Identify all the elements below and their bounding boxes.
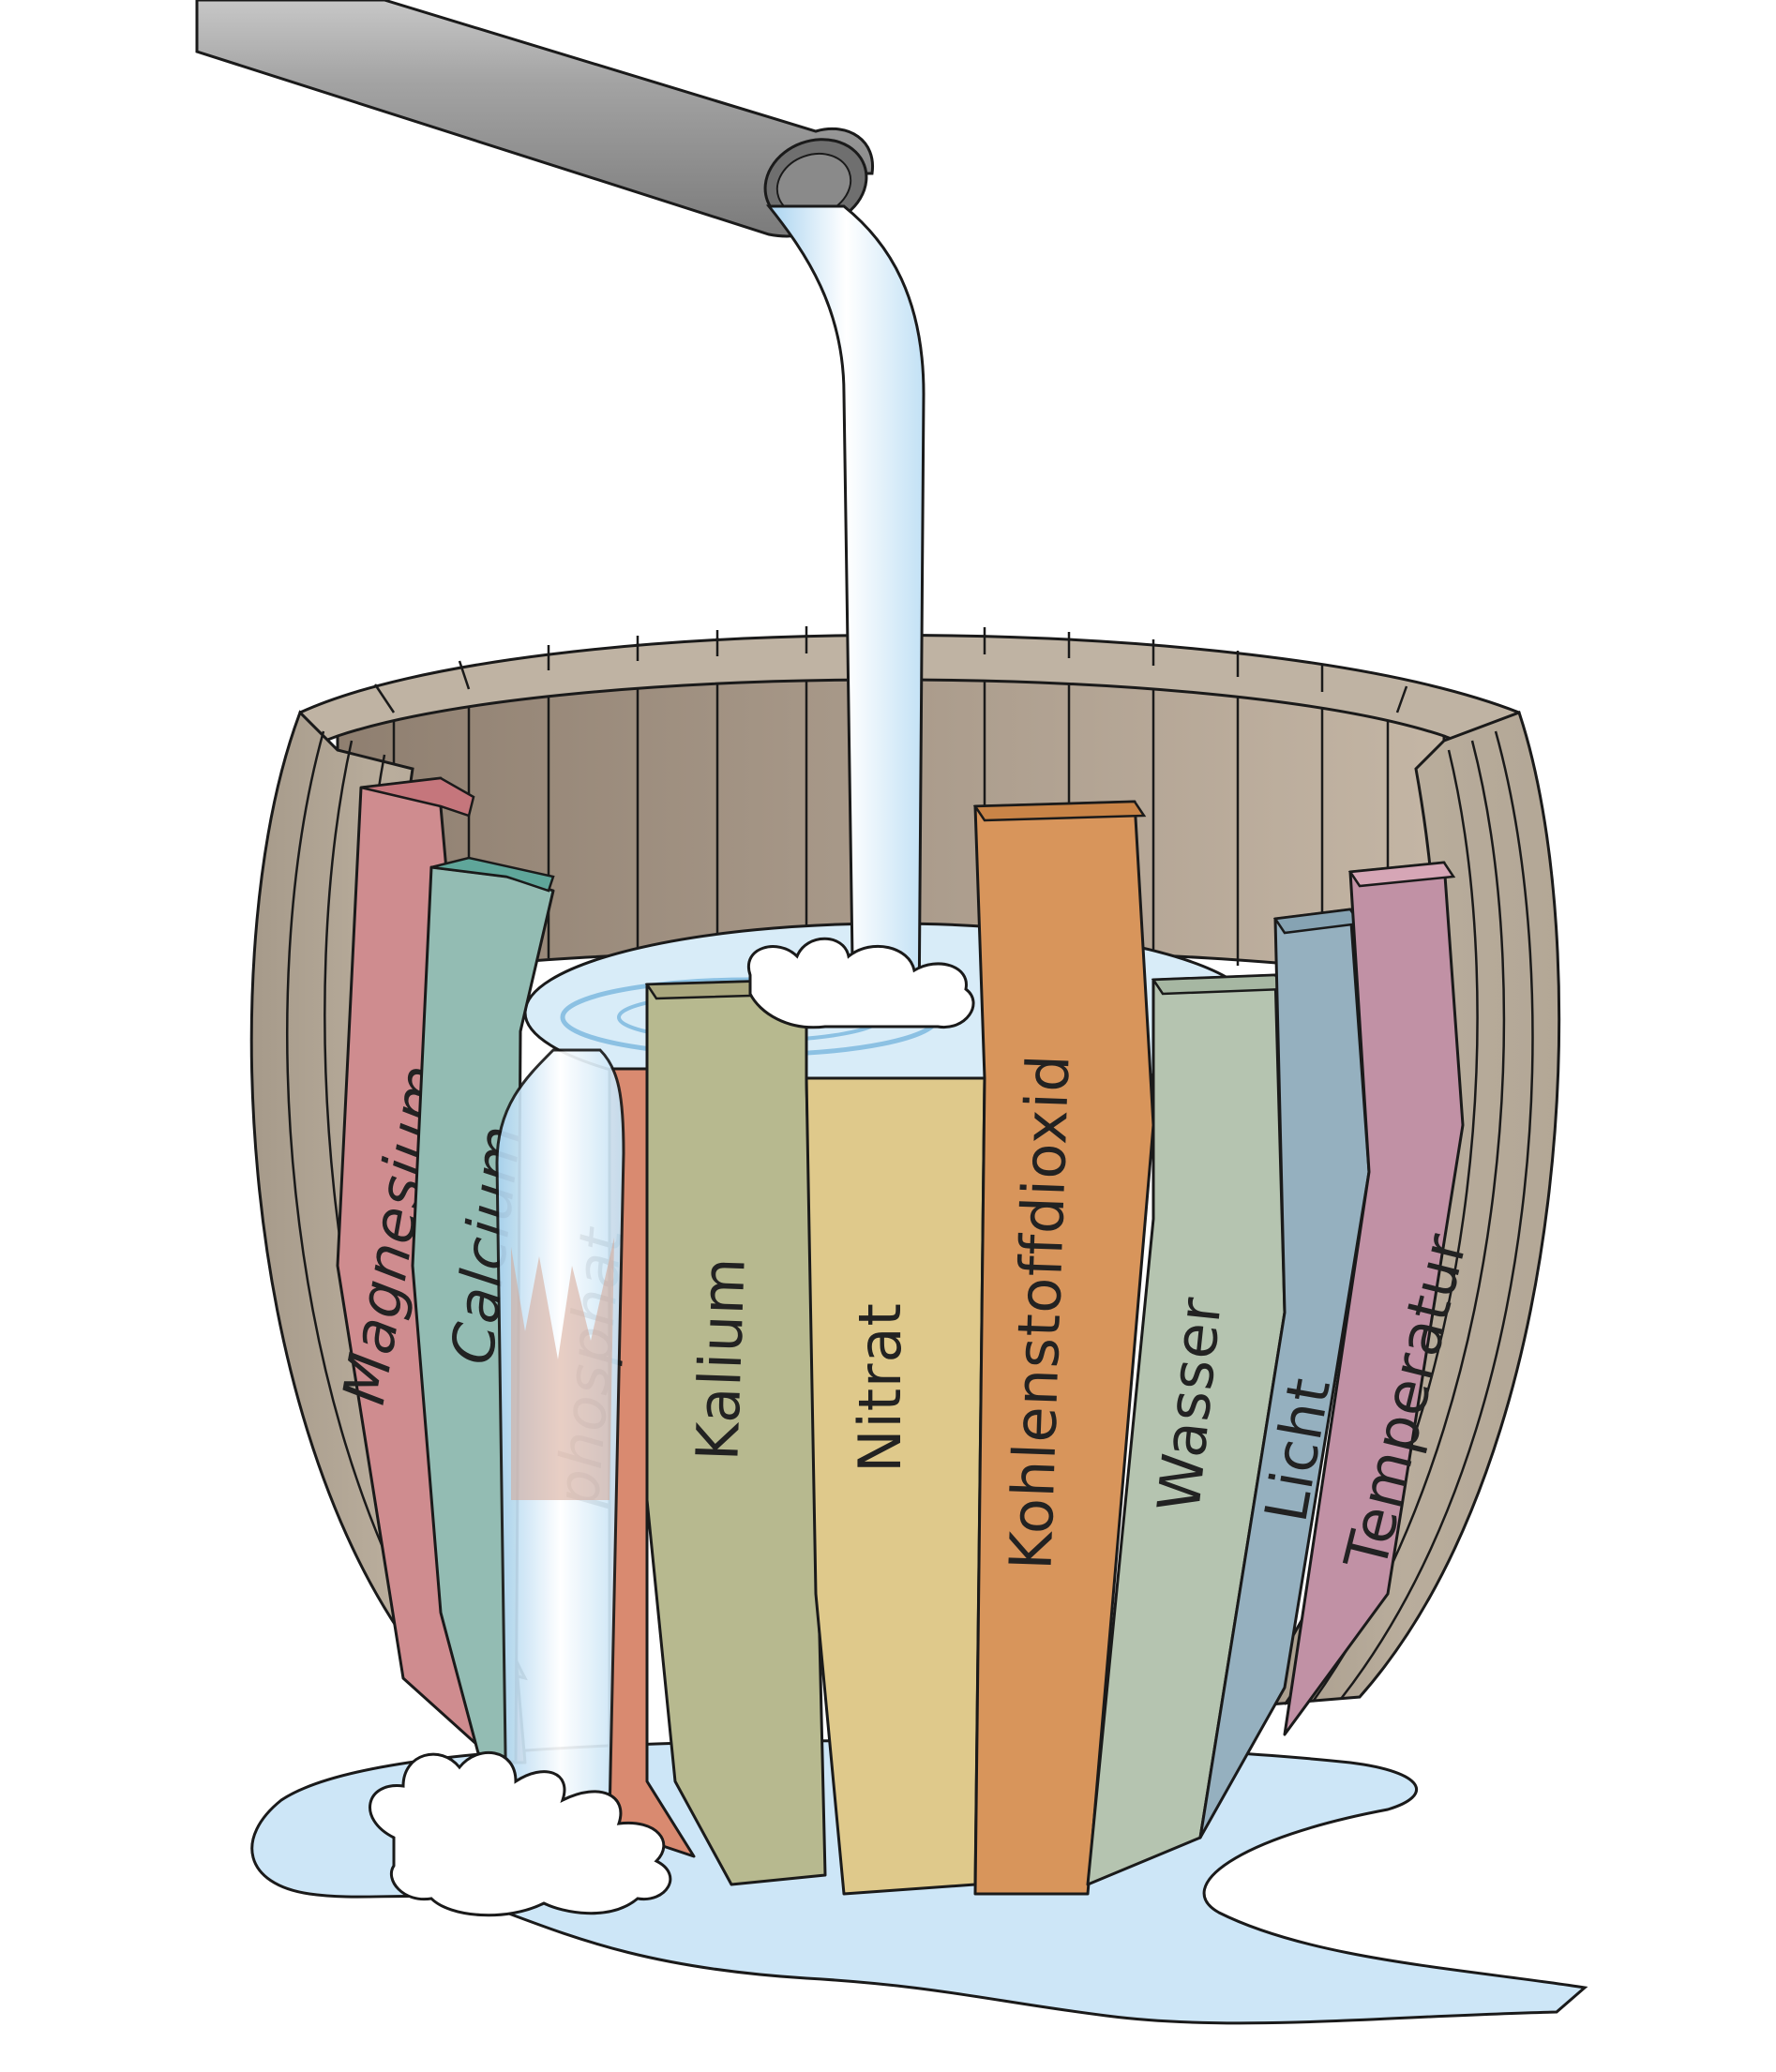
rim-segment-lines — [373, 625, 1408, 713]
stave-kalium: Kalium — [644, 978, 827, 1886]
stave-label: Nitrat — [846, 1302, 914, 1473]
stave-top — [1347, 861, 1456, 888]
stave-label: Kalium — [683, 1255, 759, 1462]
stave-top — [1151, 973, 1287, 996]
stave-top — [360, 776, 475, 818]
overflow-stream-shade — [511, 1238, 614, 1500]
splash — [369, 1751, 672, 1917]
stave-body — [805, 1076, 986, 1896]
barrel-staves: MagnesiumCalciumphosphatKaliumNitratKohl… — [329, 776, 1481, 1896]
stave-kohlenstoffdioxid: Kohlenstoffdioxid — [972, 800, 1155, 1896]
stave-top — [430, 856, 555, 893]
stave-nitrat: Nitrat — [805, 1076, 986, 1896]
inflow-splash — [746, 937, 975, 1029]
stave-top — [972, 800, 1147, 822]
